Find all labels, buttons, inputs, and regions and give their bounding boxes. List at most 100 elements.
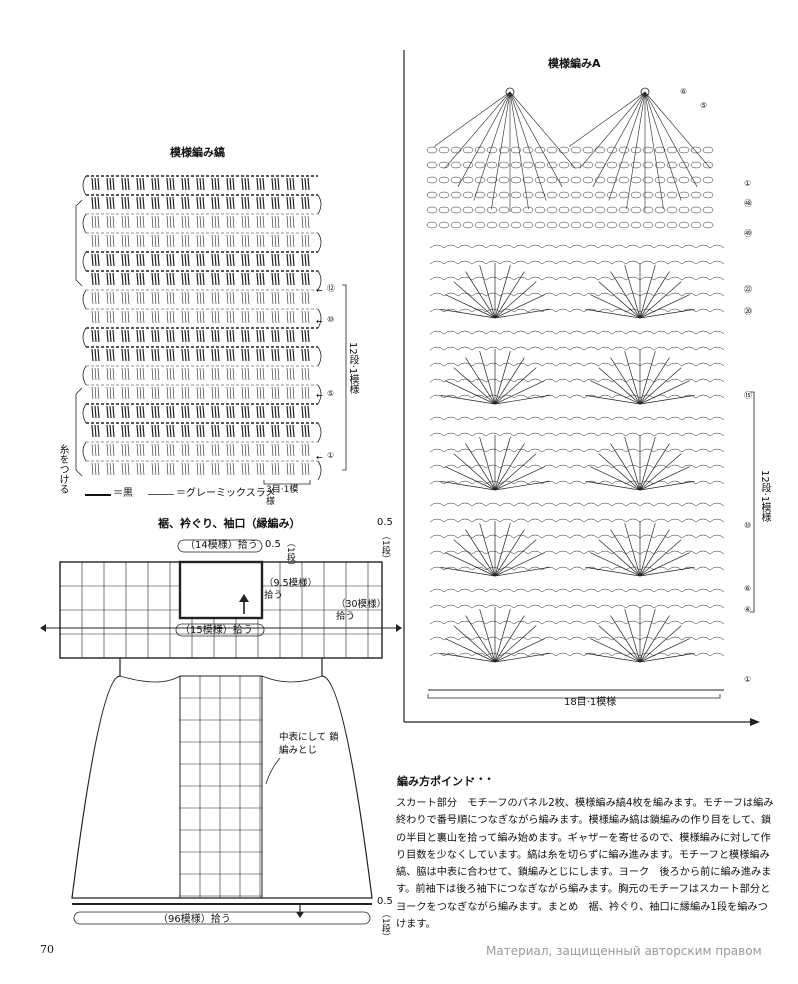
stitch-mark <box>97 386 100 400</box>
chain-arch <box>597 518 613 523</box>
stitch-mark <box>172 253 175 267</box>
yarn-carry-line <box>75 199 83 287</box>
chain-arch <box>681 620 697 625</box>
stitch-mark <box>286 177 289 191</box>
chain-arch <box>639 518 655 523</box>
chain-arch <box>429 362 445 367</box>
stitch-mark <box>127 272 130 286</box>
chain-arch <box>681 394 697 399</box>
chain-arch <box>625 620 641 625</box>
stitch-mark <box>301 291 304 305</box>
chain-arch <box>597 308 613 313</box>
stitch-mark <box>229 367 232 381</box>
chain-loop <box>606 161 618 169</box>
stitch-mark <box>274 253 277 267</box>
chain-loop <box>450 176 462 184</box>
chain-arch <box>429 394 445 399</box>
stitch-mark <box>196 462 199 476</box>
motif-stitch <box>509 91 576 169</box>
chain-arch <box>625 464 641 469</box>
chain-arch <box>527 502 543 507</box>
stitch-mark <box>199 291 202 305</box>
stitch-mark <box>274 310 277 324</box>
chain-arch <box>429 448 445 453</box>
stitch-mark <box>154 443 157 457</box>
stitch-mark <box>211 272 214 286</box>
chain-arch <box>667 604 683 609</box>
chain-loop <box>450 191 462 199</box>
chain-arch <box>485 550 501 555</box>
stitch-mark <box>292 177 295 191</box>
stitch-mark <box>136 462 139 476</box>
chain-arch <box>611 260 627 265</box>
chain-loop <box>702 221 714 229</box>
stitch-mark <box>121 177 124 191</box>
chain-loop <box>474 221 486 229</box>
stitch-mark <box>172 405 175 419</box>
chain-arch <box>597 636 613 641</box>
stitch-mark <box>187 424 190 438</box>
fan-stitch <box>445 638 496 663</box>
chain-loop <box>486 191 498 199</box>
chain-arch <box>485 566 501 571</box>
stitch-mark <box>97 405 100 419</box>
chain-arch <box>709 588 725 593</box>
stitch-mark <box>151 443 154 457</box>
stitch-mark <box>172 424 175 438</box>
chain-arch <box>667 502 683 507</box>
stitch-mark <box>292 386 295 400</box>
stitch-mark <box>112 348 115 362</box>
chain-arch <box>597 464 613 469</box>
chain-loop <box>510 146 522 154</box>
stitch-mark <box>214 424 217 438</box>
stitch-mark <box>292 272 295 286</box>
stitch-mark <box>127 367 130 381</box>
stitch-mark <box>136 443 139 457</box>
fan-stitch <box>453 625 496 663</box>
stitch-mark <box>139 196 142 210</box>
stitch-mark <box>256 329 259 343</box>
stitch-mark <box>94 424 97 438</box>
chain-arch <box>653 276 669 281</box>
chain-arch <box>555 416 571 421</box>
stitch-mark <box>286 443 289 457</box>
stitch-mark <box>151 424 154 438</box>
schematic-title: 裾、衿ぐり、袖口（縁編み） <box>158 517 301 530</box>
stitch-mark <box>214 177 217 191</box>
chain-arch <box>513 362 529 367</box>
stitch-mark <box>229 272 232 286</box>
stitch-mark <box>127 424 130 438</box>
stitch-mark <box>172 329 175 343</box>
stitch-mark <box>172 272 175 286</box>
stitch-mark <box>292 215 295 229</box>
chain-arch <box>457 416 473 421</box>
chain-arch <box>653 620 669 625</box>
chain-arch <box>597 480 613 485</box>
stitch-mark <box>304 405 307 419</box>
stitch-mark <box>232 443 235 457</box>
stitch-mark <box>217 291 220 305</box>
stitch-mark <box>289 234 292 248</box>
chain-loop <box>702 191 714 199</box>
motif-stitch <box>444 91 511 169</box>
fan-stitch <box>440 653 496 663</box>
stitch-mark <box>244 405 247 419</box>
chain-arch <box>527 652 543 657</box>
fan-stitch <box>610 357 641 405</box>
stitch-mark <box>196 177 199 191</box>
fan-stitch <box>445 294 496 319</box>
height-sleeve-num: 0.5 <box>377 517 393 528</box>
stitch-mark <box>277 329 280 343</box>
chain-loop <box>618 206 630 214</box>
chain-arch <box>429 480 445 485</box>
stitch-mark <box>232 329 235 343</box>
chain-arch <box>499 636 515 641</box>
chain-arch <box>541 518 557 523</box>
stitch-mark <box>97 348 100 362</box>
stitch-mark <box>214 234 217 248</box>
stitch-mark <box>136 310 139 324</box>
stitch-mark <box>202 310 205 324</box>
stitch-mark <box>241 253 244 267</box>
stitch-mark <box>157 272 160 286</box>
pattern-a-repeat-bracket <box>750 391 755 613</box>
